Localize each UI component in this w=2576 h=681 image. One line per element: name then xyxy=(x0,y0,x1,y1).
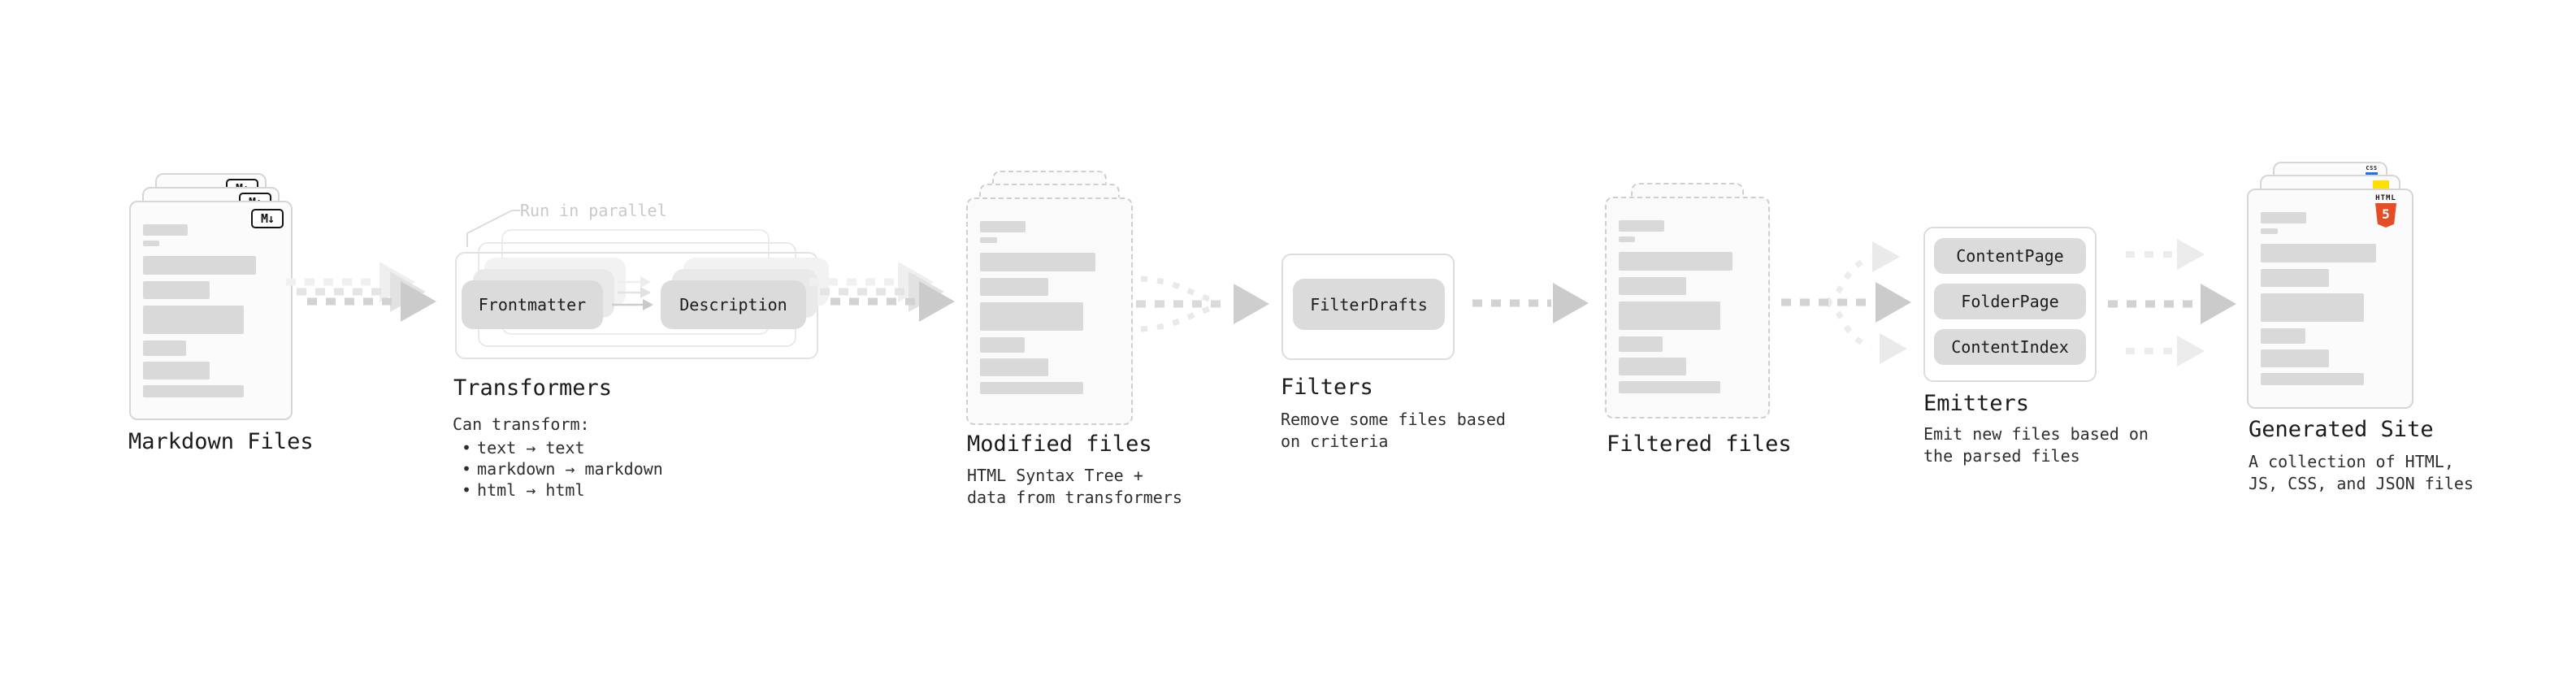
content-bar xyxy=(143,224,189,236)
file-card-front xyxy=(1605,197,1770,419)
stage-label-filtered-files: Filtered files xyxy=(1607,432,1792,457)
content-bar xyxy=(1619,336,1663,352)
file-card-front: M↓ xyxy=(129,201,293,420)
filters-caption: Remove some files based on criteria xyxy=(1281,410,1506,451)
bullet-marker: • xyxy=(462,438,472,458)
file-content-bars xyxy=(143,224,279,397)
content-bar xyxy=(980,337,1025,353)
content-bar xyxy=(2261,328,2305,344)
content-bar xyxy=(1619,252,1733,271)
stage-label-transformers: Transformers xyxy=(453,375,613,401)
content-bar xyxy=(1619,277,1686,295)
content-bar xyxy=(143,281,210,299)
markdown-icon: M↓ xyxy=(251,209,284,228)
content-bar xyxy=(1619,220,1664,232)
js-icon xyxy=(2373,180,2389,191)
bullet-text: markdown → markdown xyxy=(477,459,663,479)
file-card-front: HTML 5 xyxy=(2247,189,2413,409)
content-bar xyxy=(143,306,244,334)
arrow-markdown-to-transformers xyxy=(286,262,436,322)
bullet-marker: • xyxy=(462,459,472,479)
content-bar xyxy=(980,302,1083,331)
content-bar xyxy=(980,382,1083,394)
content-bar xyxy=(143,256,256,275)
content-bar xyxy=(1619,301,1721,330)
stage-label-modified-files: Modified files xyxy=(967,432,1152,457)
content-bar xyxy=(2261,349,2329,367)
bullet-text: text → text xyxy=(477,438,585,458)
bullet-marker: • xyxy=(462,480,472,500)
content-bar xyxy=(1619,381,1721,393)
content-bar xyxy=(2261,212,2307,223)
emitter-pill-contentpage: ContentPage xyxy=(1934,238,2086,274)
content-bar xyxy=(980,253,1095,271)
css-icon: CSS xyxy=(2366,166,2378,176)
transform-bullet-item: • html → html xyxy=(462,479,585,501)
content-bar xyxy=(143,340,187,356)
content-bar xyxy=(980,358,1048,376)
modified-files-caption: HTML Syntax Tree + data from transformer… xyxy=(967,466,1182,507)
transformers-caption: Can transform: xyxy=(453,414,590,434)
bullet-text: html → html xyxy=(477,480,585,500)
content-bar xyxy=(2261,269,2329,287)
emitter-pill-folderpage: FolderPage xyxy=(1934,284,2086,319)
content-bar xyxy=(143,385,244,397)
arrow-modified-to-filters xyxy=(1136,275,1269,332)
filter-pill-filterdrafts: FilterDrafts xyxy=(1293,279,1445,330)
transformer-pill-description: Description xyxy=(661,280,806,329)
stage-label-markdown-files: Markdown Files xyxy=(128,429,314,454)
generated-site-caption: A collection of HTML, JS, CSS, and JSON … xyxy=(2249,452,2474,493)
transformer-pill-frontmatter: Frontmatter xyxy=(462,280,603,329)
emitter-pill-contentindex: ContentIndex xyxy=(1934,329,2086,365)
transform-bullet-item: • text → text xyxy=(462,437,585,458)
arrow-filters-to-filtered xyxy=(1472,283,1589,323)
file-content-bars xyxy=(980,221,1119,394)
arrow-transformers-to-modified xyxy=(809,262,955,322)
content-bar xyxy=(2261,373,2364,385)
content-bar xyxy=(2261,228,2278,234)
content-bar xyxy=(1619,236,1636,242)
arrow-filtered-to-emitters xyxy=(1781,241,1911,364)
file-content-bars xyxy=(1619,220,1756,393)
run-in-parallel-annotation: Run in parallel xyxy=(520,201,667,220)
file-card-front xyxy=(966,197,1133,425)
file-content-bars xyxy=(2261,212,2400,385)
content-bar xyxy=(980,278,1048,296)
transform-bullet-item: • markdown → markdown xyxy=(462,458,663,479)
content-bar xyxy=(2261,293,2364,322)
stage-label-emitters: Emitters xyxy=(1923,391,2030,416)
stage-label-filters: Filters xyxy=(1281,375,1373,400)
stage-label-generated-site: Generated Site xyxy=(2249,417,2434,442)
content-bar xyxy=(143,241,160,246)
arrow-emitters-to-generated xyxy=(2108,239,2236,367)
content-bar xyxy=(1619,358,1686,375)
html5-icon: HTML 5 xyxy=(2368,194,2404,228)
content-bar xyxy=(980,221,1026,232)
emitters-caption: Emit new files based on the parsed files xyxy=(1923,424,2149,466)
content-bar xyxy=(2261,244,2376,262)
content-bar xyxy=(143,362,210,380)
content-bar xyxy=(980,237,997,243)
